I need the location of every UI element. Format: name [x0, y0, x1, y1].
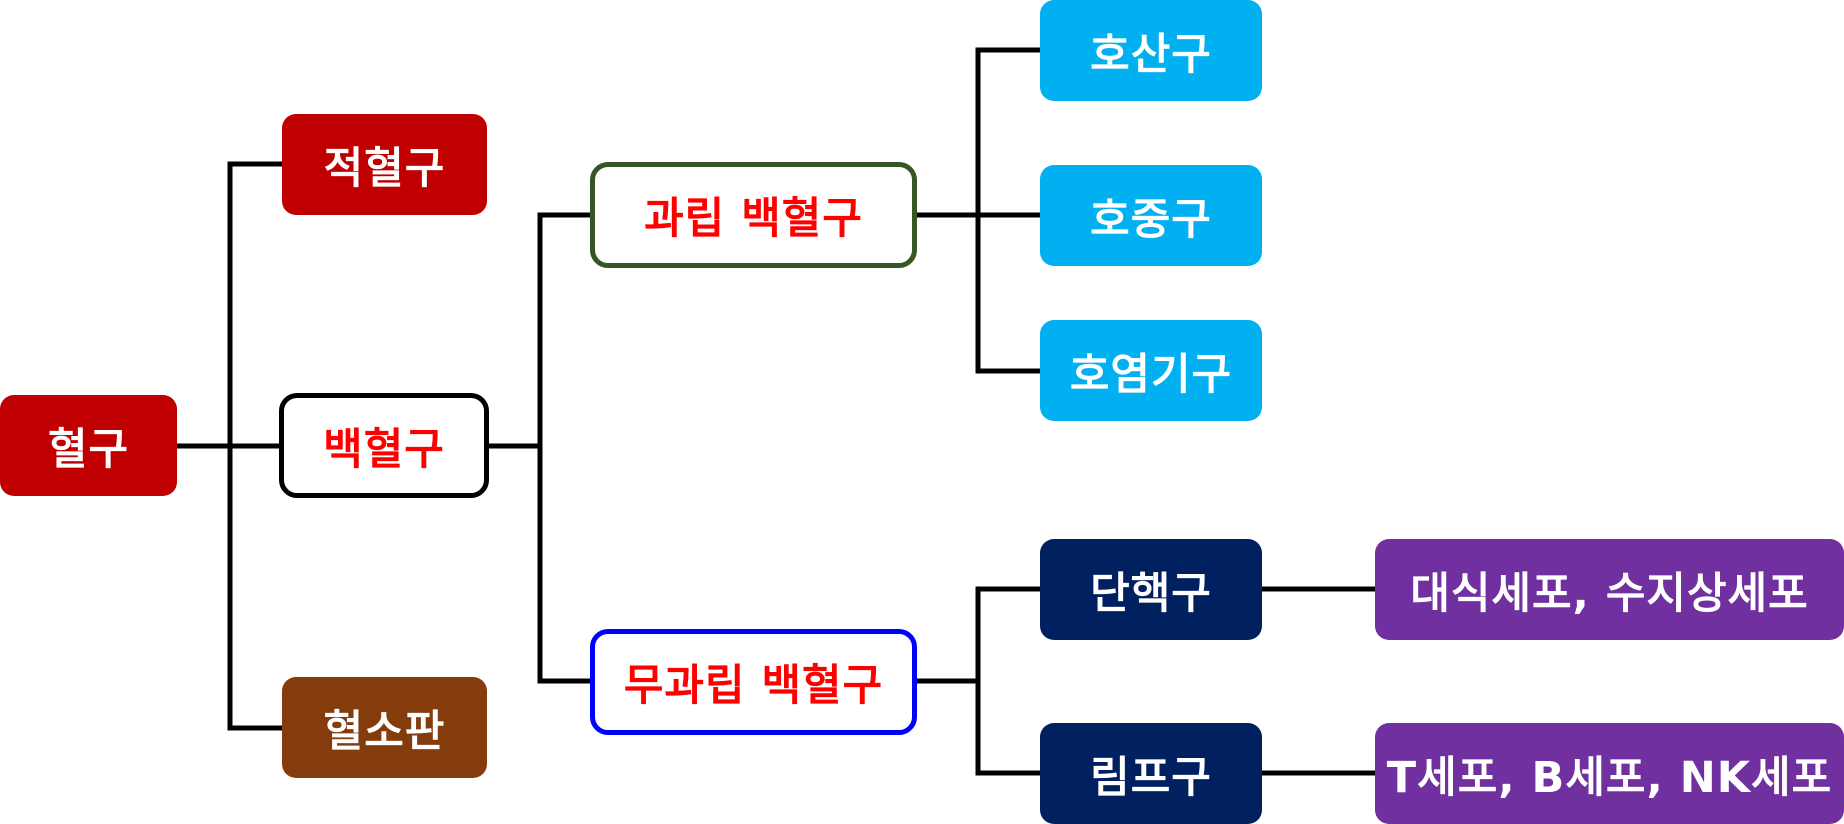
node-red-blood-cell: 적혈구: [282, 114, 487, 215]
node-neutrophil: 호중구: [1040, 165, 1262, 266]
node-lymphocyte-cells: T세포, B세포, NK세포: [1375, 723, 1844, 824]
node-white-blood-cell: 백혈구: [279, 393, 489, 498]
node-blood-cells: 혈구: [0, 395, 177, 496]
node-basophil: 호산구: [1040, 0, 1262, 101]
node-agranulocyte: 무과립 백혈구: [590, 629, 917, 735]
node-granulocyte: 과립 백혈구: [590, 162, 917, 268]
node-platelet: 혈소판: [282, 677, 487, 778]
node-lymphocyte: 림프구: [1040, 723, 1262, 824]
node-monocyte-cells: 대식세포, 수지상세포: [1375, 539, 1844, 640]
node-monocyte: 단핵구: [1040, 539, 1262, 640]
node-eosinophil: 호염기구: [1040, 320, 1262, 421]
